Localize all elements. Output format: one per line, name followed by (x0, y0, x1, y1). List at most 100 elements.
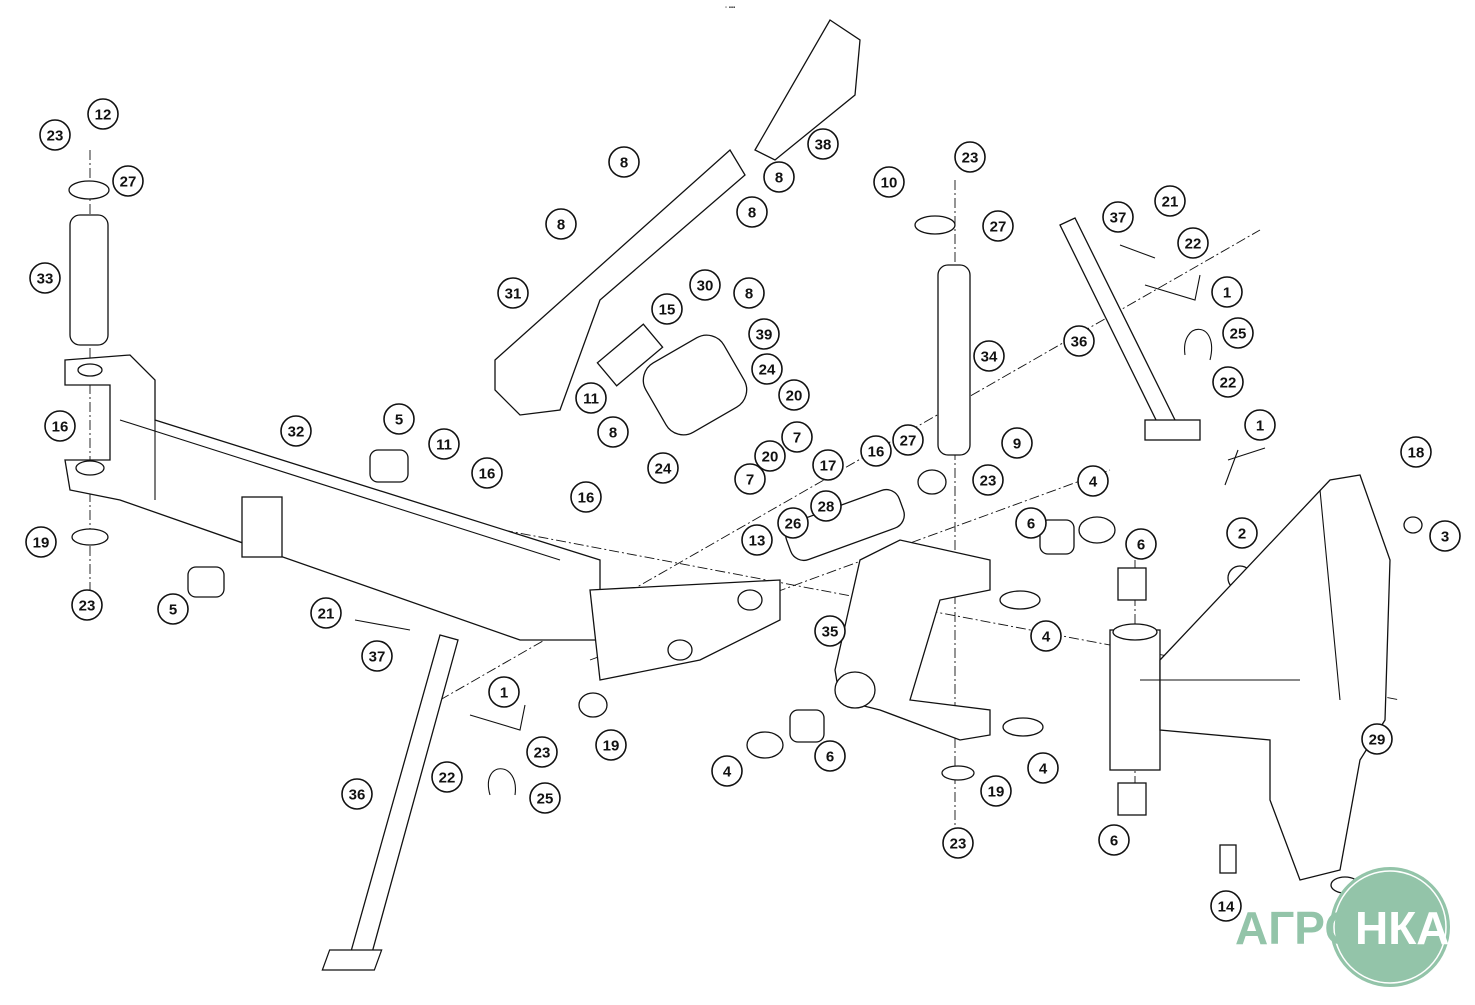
callout-8: 8 (597, 416, 629, 448)
callout-number: 8 (775, 170, 783, 187)
callout-circle (526, 736, 558, 768)
callout-number: 23 (950, 836, 967, 853)
callout-circle (736, 196, 768, 228)
callout-number: 19 (988, 784, 1005, 801)
callout-circle (1222, 317, 1254, 349)
arm-31-38 (494, 19, 861, 436)
callout-circle (1226, 517, 1258, 549)
callout-number: 3 (1441, 529, 1449, 546)
callout-circle (595, 729, 627, 761)
callout-number: 37 (369, 649, 386, 666)
callout-number: 23 (962, 150, 979, 167)
callout-number: 25 (1230, 326, 1247, 343)
callout-circle (1212, 366, 1244, 398)
callout-number: 19 (603, 738, 620, 755)
callout-number: 27 (120, 174, 137, 191)
callout-21: 21 (1154, 185, 1186, 217)
callout-number: 10 (881, 175, 898, 192)
callout-number: 2 (1238, 526, 1246, 543)
callout-number: 21 (1162, 194, 1179, 211)
callout-number: 24 (759, 362, 776, 379)
callout-circle (87, 98, 119, 130)
callout-circle (810, 490, 842, 522)
callout-28: 28 (810, 490, 842, 522)
callout-16: 16 (471, 457, 503, 489)
callout-circle (1210, 890, 1242, 922)
callout-number: 25 (537, 791, 554, 808)
callout-number: 27 (990, 219, 1007, 236)
callout-16: 16 (44, 410, 76, 442)
main-beam-32 (64, 354, 601, 641)
callout-number: 8 (557, 217, 565, 234)
callout-number: 1 (1256, 418, 1264, 435)
post-29 (1109, 474, 1391, 894)
callout-11: 11 (575, 382, 607, 414)
callout-circle (1244, 409, 1276, 441)
callout-number: 19 (33, 535, 50, 552)
callout-number: 12 (95, 107, 112, 124)
callout-20: 20 (754, 440, 786, 472)
callout-circle (39, 119, 71, 151)
callout-1: 1 (1211, 276, 1243, 308)
callout-8: 8 (736, 196, 768, 228)
callout-circle (807, 128, 839, 160)
callout-14: 14 (1210, 890, 1242, 922)
callout-circle (71, 589, 103, 621)
callout-circle (873, 166, 905, 198)
callout-number: 8 (748, 205, 756, 222)
callout-1: 1 (488, 676, 520, 708)
callout-number: 32 (288, 424, 305, 441)
callout-8: 8 (733, 277, 765, 309)
callout-circle (1125, 528, 1157, 560)
callout-23: 23 (526, 736, 558, 768)
callout-5: 5 (157, 593, 189, 625)
callout-circle (1400, 436, 1432, 468)
callout-number: 22 (1220, 375, 1237, 392)
callout-8: 8 (763, 161, 795, 193)
callout-9: 9 (1001, 427, 1033, 459)
callout-5: 5 (383, 403, 415, 435)
callout-number: 4 (1042, 629, 1051, 646)
callout-number: 15 (659, 302, 676, 319)
callout-number: 5 (395, 412, 403, 429)
callout-number: 9 (1013, 436, 1021, 453)
callout-number: 1 (1223, 285, 1231, 302)
callout-19: 19 (980, 775, 1012, 807)
callout-20: 20 (778, 379, 810, 411)
callout-number: 20 (762, 449, 779, 466)
callout-number: 16 (52, 419, 69, 436)
callout-number: 11 (436, 437, 452, 454)
callout-number: 4 (1089, 474, 1098, 491)
callout-2: 2 (1226, 517, 1258, 549)
callout-circle (597, 416, 629, 448)
callout-6: 6 (1098, 824, 1130, 856)
callout-number: 7 (793, 430, 801, 447)
callout-circle (1154, 185, 1186, 217)
callout-number: 33 (37, 271, 54, 288)
callout-25: 25 (529, 782, 561, 814)
callout-number: 23 (980, 473, 997, 490)
callout-circle (608, 146, 640, 178)
callout-number: 1 (500, 685, 508, 702)
callout-circle (781, 421, 813, 453)
callout-6: 6 (814, 740, 846, 772)
callout-27: 27 (892, 424, 924, 456)
callout-number: 30 (697, 278, 714, 295)
callout-4: 4 (1077, 465, 1109, 497)
callout-4: 4 (711, 755, 743, 787)
callout-circle (651, 293, 683, 325)
callout-number: 4 (1039, 761, 1048, 778)
callout-circle (157, 593, 189, 625)
callout-circle (112, 165, 144, 197)
callout-21: 21 (310, 597, 342, 629)
callout-circle (777, 507, 809, 539)
callout-circle (982, 210, 1014, 242)
callout-circle (570, 481, 602, 513)
callout-36: 36 (1063, 325, 1095, 357)
callout-22: 22 (1212, 366, 1244, 398)
callout-circle (778, 379, 810, 411)
callout-32: 32 (280, 415, 312, 447)
callout-31: 31 (497, 277, 529, 309)
